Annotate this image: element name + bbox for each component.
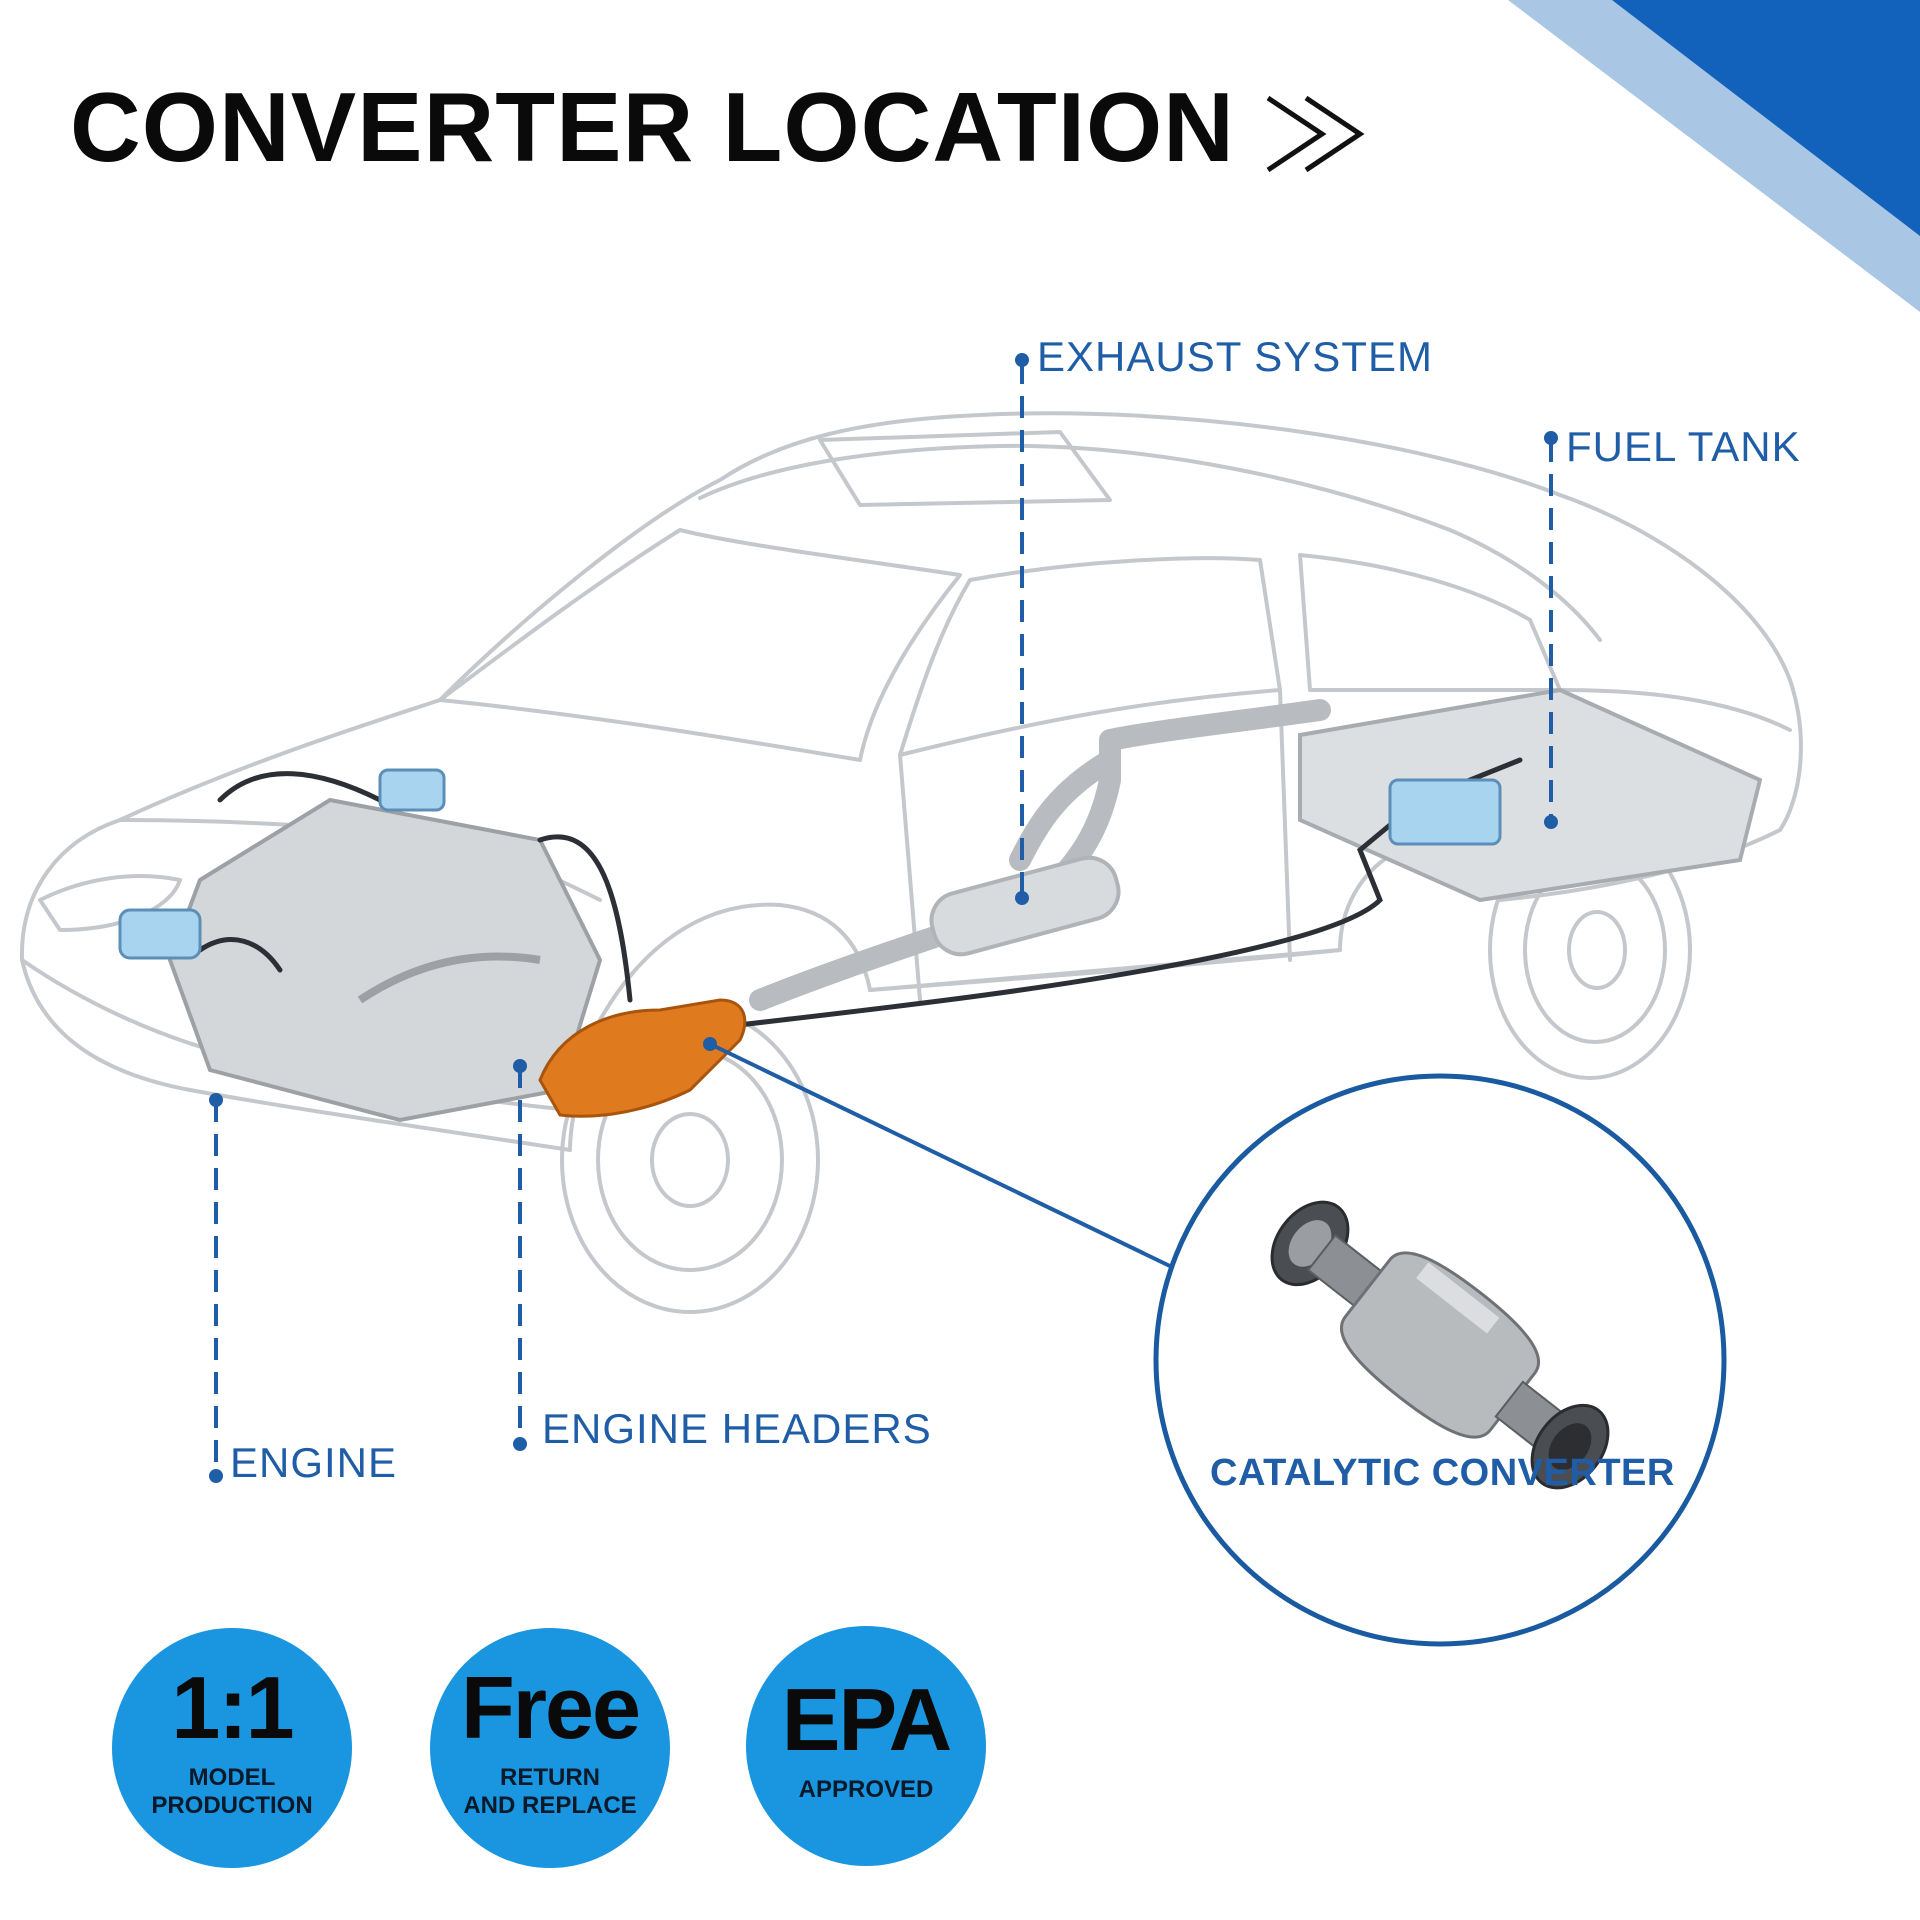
- corner-stripe-dark: [1612, 0, 1920, 236]
- car-sill: [868, 948, 1342, 992]
- engine-manifold: [357, 952, 541, 1004]
- label-fuel-tank: FUEL TANK: [1566, 423, 1801, 470]
- sensor-3: [1388, 778, 1502, 846]
- exhaust-pipe: [749, 699, 1331, 1011]
- dot-engine-top: [209, 1093, 223, 1107]
- badge-free-return-caption: RETURN AND REPLACE: [430, 1764, 670, 1819]
- rear-wheel-hub: [1567, 910, 1627, 990]
- sensor-1: [118, 908, 202, 960]
- car-headlight: [38, 874, 182, 932]
- car-sunroof: [818, 430, 1112, 507]
- converter-highlight: [538, 998, 747, 1118]
- leader-converter: [709, 1042, 1175, 1270]
- dot-engine-bottom: [209, 1469, 223, 1483]
- badge-free-return-value: Free: [461, 1658, 641, 1757]
- hose-3: [537, 834, 633, 1003]
- badge-free-return-line2: AND REPLACE: [463, 1791, 637, 1819]
- badge-model-production-caption: MODEL PRODUCTION: [112, 1764, 352, 1819]
- badge-epa-line1: APPROVED: [798, 1776, 934, 1803]
- badge-epa-caption: APPROVED: [746, 1776, 986, 1804]
- badge-model-production-line1: MODEL: [188, 1764, 276, 1791]
- dot-headers-top: [513, 1059, 527, 1073]
- fuel-tank: [1298, 687, 1763, 903]
- car-rear-window: [1298, 553, 1562, 692]
- badge-epa-approved: EPA APPROVED: [746, 1626, 986, 1866]
- dot-fuel-top: [1544, 431, 1558, 445]
- badge-model-production-line2: PRODUCTION: [151, 1791, 313, 1819]
- dot-fuel-bottom: [1544, 815, 1558, 829]
- page-title: CONVERTER LOCATION: [70, 72, 1235, 182]
- badge-free-return: Free RETURN AND REPLACE: [430, 1628, 670, 1868]
- muffler: [929, 855, 1121, 957]
- double-chevron-right-icon: [1266, 95, 1365, 173]
- badge-epa-value: EPA: [781, 1670, 952, 1769]
- front-wheel-hub: [650, 1112, 730, 1208]
- car-door-line-1: [898, 753, 922, 1002]
- badge-model-production-value: 1:1: [171, 1658, 294, 1757]
- label-engine: ENGINE: [230, 1439, 398, 1486]
- car-side-windows: [898, 556, 1282, 757]
- car-door-line-2: [1278, 688, 1292, 962]
- dot-exhaust-bottom: [1015, 891, 1029, 905]
- car-roof: [698, 443, 1602, 642]
- catalytic-converter-product: [1270, 1200, 1610, 1490]
- fuel-line: [617, 757, 1523, 1043]
- label-catalytic-converter: CATALYTIC CONVERTER: [1210, 1452, 1675, 1494]
- label-engine-headers: ENGINE HEADERS: [542, 1405, 932, 1452]
- sensor-2: [378, 768, 446, 812]
- badge-model-production: 1:1 MODEL PRODUCTION: [112, 1628, 352, 1868]
- hose-1: [217, 771, 383, 803]
- badge-free-return-line1: RETURN: [500, 1764, 600, 1791]
- dot-exhaust-top: [1015, 353, 1029, 367]
- dot-headers-bottom: [513, 1437, 527, 1451]
- car-windshield: [438, 528, 962, 762]
- hose-2: [197, 937, 283, 973]
- car-rear-deck: [1558, 688, 1792, 732]
- exhaust-tailpipe: [1009, 749, 1121, 871]
- label-exhaust-system: EXHAUST SYSTEM: [1037, 333, 1433, 380]
